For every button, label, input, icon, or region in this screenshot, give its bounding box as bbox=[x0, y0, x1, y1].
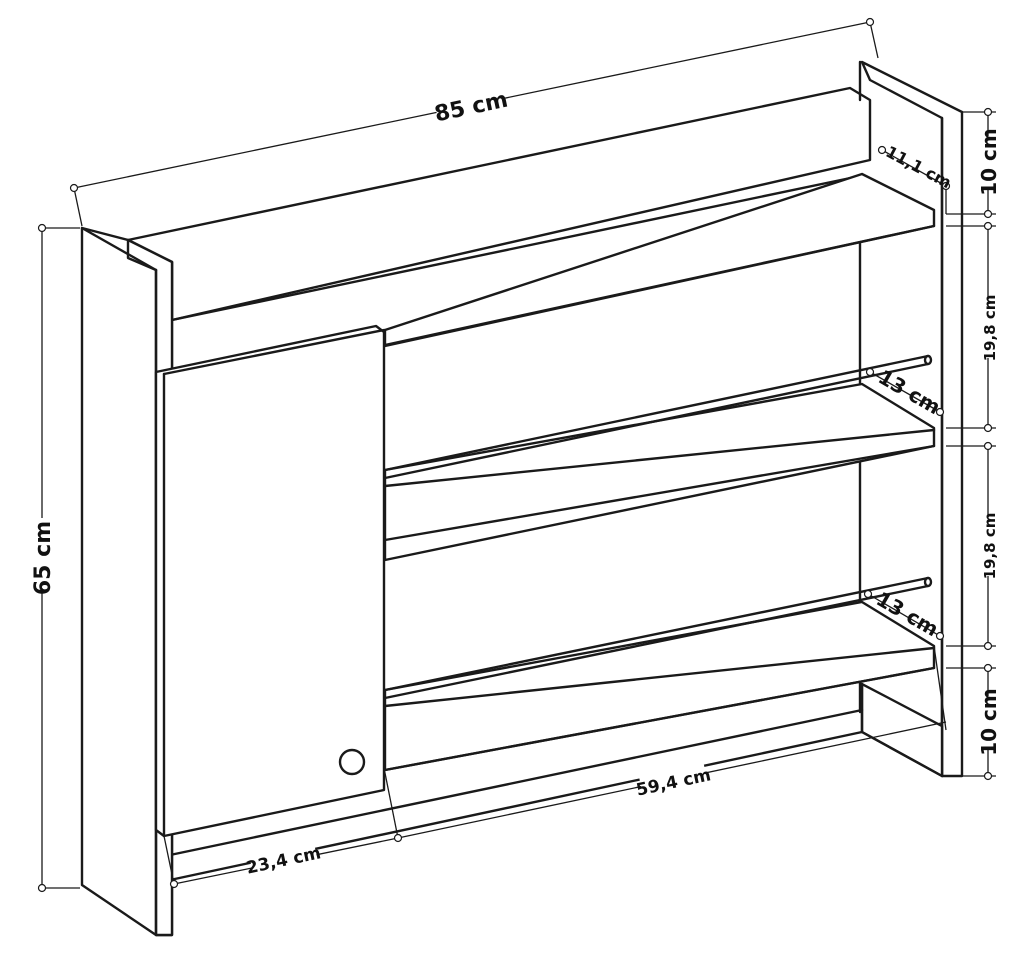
label-total-height: 65 cm bbox=[31, 521, 56, 595]
label-upper-compartment: 19,8 cm bbox=[981, 295, 999, 362]
bottom-plank bbox=[860, 682, 944, 778]
cabinet-door bbox=[154, 324, 386, 838]
door-knob bbox=[338, 748, 366, 776]
top-back-board bbox=[126, 86, 872, 322]
lower-shelf bbox=[383, 600, 936, 772]
label-bottom-gap: 10 cm bbox=[977, 688, 1001, 756]
label-lower-compartment: 19,8 cm bbox=[981, 513, 999, 580]
label-top-gap: 10 cm bbox=[977, 128, 1001, 196]
lower-rod bbox=[383, 576, 930, 692]
shelf-unit bbox=[80, 60, 964, 937]
middle-shelf bbox=[383, 382, 936, 562]
middle-rod bbox=[383, 354, 930, 472]
